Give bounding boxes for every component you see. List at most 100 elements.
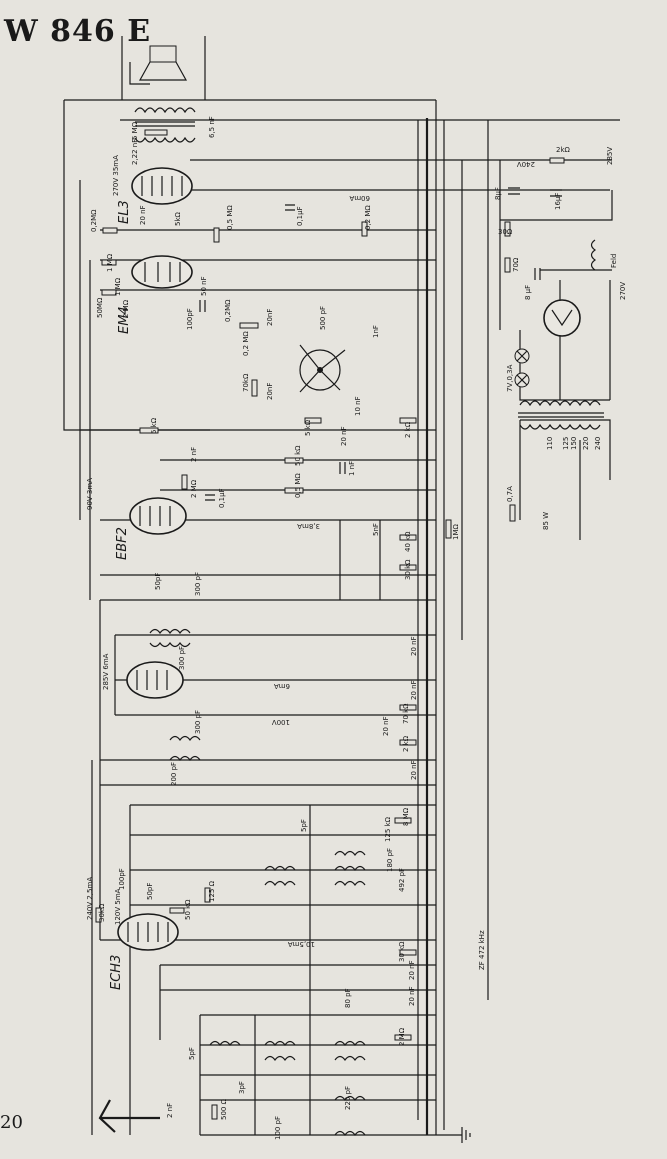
label-el3-2: 5kΩ bbox=[174, 211, 182, 226]
tube-if-amplifier bbox=[126, 661, 184, 699]
label-em4-6: 100pF bbox=[186, 308, 194, 330]
passive-components bbox=[95, 129, 565, 1120]
label-ech3-11: 30 kΩ bbox=[398, 941, 406, 962]
label-el3-4: 0,1µF bbox=[296, 206, 304, 226]
label-em4-5: 2 MΩ bbox=[122, 299, 130, 318]
label-output-3: 6,5 nF bbox=[208, 116, 216, 138]
label-em4-17: 2 kΩ bbox=[404, 421, 412, 438]
label-ebf2-4: 50 kΩ bbox=[294, 445, 302, 466]
page-number: 20 bbox=[0, 1112, 23, 1133]
label-power-7: Feld bbox=[610, 254, 618, 268]
label-if-4: 70 kΩ bbox=[402, 703, 410, 724]
schematic-title: W 846 E bbox=[4, 14, 152, 49]
tube-label-el3: EL3 bbox=[117, 200, 132, 224]
voltage-supply-b: 240V bbox=[517, 160, 535, 168]
label-em4-2: 1 MΩ bbox=[114, 277, 122, 296]
voltage-if: 285V 6mA bbox=[102, 653, 110, 690]
label-power-3: 16µF bbox=[554, 193, 562, 210]
label-ech3-12: 20 nF bbox=[408, 960, 416, 980]
pilot-lamps bbox=[514, 348, 530, 388]
current-if: 6mA bbox=[274, 682, 290, 690]
label-ech3-6: 100pF bbox=[118, 868, 126, 890]
voltage-ech3-b: 120V 5mA bbox=[114, 888, 122, 925]
label-ech3-4: 180 pF bbox=[386, 848, 394, 872]
label-if-9: 20 nF bbox=[410, 760, 418, 780]
label-if-5: 300 pF bbox=[194, 710, 202, 734]
label-ech3-17: 2 nF bbox=[166, 1103, 174, 1118]
voltage-if-screen: 100V bbox=[272, 718, 290, 726]
label-if-7: 2 kΩ bbox=[402, 735, 410, 752]
label-em4-16: 20 nF bbox=[340, 426, 348, 446]
label-ech3-5: 492 pF bbox=[398, 868, 406, 892]
label-xfmr-4: 150 bbox=[570, 437, 578, 450]
label-ebf2-11: 1MΩ bbox=[452, 524, 460, 540]
output-transformer bbox=[134, 107, 196, 143]
label-em4-12: 70kΩ bbox=[242, 373, 250, 392]
label-ech3-15: 2 MΩ bbox=[398, 1027, 406, 1046]
label-if-1: 20 nF bbox=[410, 636, 418, 656]
voltage-el3: 270V 35mA bbox=[112, 155, 120, 196]
label-if-6: 20 nF bbox=[382, 716, 390, 736]
label-el3-3: 0,5 MΩ bbox=[226, 205, 234, 230]
label-em4-8: 20nF bbox=[266, 309, 274, 326]
label-em4-14: 5 kΩ bbox=[304, 419, 312, 436]
label-ech3-9: 50 kΩ bbox=[184, 899, 192, 920]
label-ebf2-10: 30 kΩ bbox=[404, 559, 412, 580]
label-em4-4: 50MΩ bbox=[96, 297, 104, 318]
label-em4-3: 50 nF bbox=[200, 276, 208, 296]
label-ech3-21: 100 pF bbox=[274, 1116, 282, 1140]
label-ech3-8: 125 Ω bbox=[208, 880, 216, 902]
tube-label-ech3: ECH3 bbox=[109, 955, 124, 990]
label-el3-6: 0,2MΩ bbox=[90, 209, 98, 232]
label-ebf2-8: 5nF bbox=[372, 523, 380, 536]
label-ebf2-2: 2 nF bbox=[190, 447, 198, 462]
label-if-3: 20 nF bbox=[410, 680, 418, 700]
label-ech3-18: 500 Ω bbox=[220, 1098, 228, 1120]
label-em4-15: 10 nF bbox=[354, 396, 362, 416]
label-output-2: 2,22 nF bbox=[131, 139, 139, 165]
tube-label-em4: EM4 bbox=[117, 306, 132, 334]
rectifier-tube bbox=[543, 299, 581, 337]
current-ech3: 10,5mA bbox=[288, 940, 315, 948]
tube-ech3 bbox=[117, 913, 179, 951]
tube-el3 bbox=[131, 167, 193, 205]
label-xfmr-1: 7V,0,3A bbox=[506, 364, 514, 392]
label-ech3-1: 5pF bbox=[300, 819, 308, 832]
label-if-2: 300 pF bbox=[178, 646, 186, 670]
label-ech3-19: 3pF bbox=[238, 1081, 246, 1094]
labels: EL3 EM4 EBF2 ECH3 270V 35mA 90V 3mA 285V… bbox=[86, 116, 627, 1140]
tube-ebf2 bbox=[129, 497, 187, 535]
label-ebf2-7: 0,1µF bbox=[218, 488, 226, 508]
ground-symbol bbox=[436, 1127, 471, 1143]
band-switch bbox=[299, 344, 346, 393]
label-em4-9: 500 pF bbox=[319, 306, 327, 330]
label-ech3-10: 30kΩ bbox=[98, 903, 106, 922]
label-ech3-7: 50pF bbox=[146, 883, 154, 900]
label-ebf2-1: 5 kΩ bbox=[150, 417, 158, 434]
label-power-1: 2kΩ bbox=[556, 146, 571, 154]
speaker bbox=[121, 36, 206, 100]
label-ebf2-12: 50pF bbox=[154, 573, 162, 590]
label-output-1: 5 MΩ bbox=[131, 121, 139, 140]
tube-label-ebf2: EBF2 bbox=[115, 527, 130, 560]
label-power-6: 8 µF bbox=[524, 285, 532, 300]
current-ebf2: 3,8mA bbox=[297, 522, 320, 530]
label-ech3-16: 5pF bbox=[188, 1047, 196, 1060]
label-power-2: 8µF bbox=[494, 187, 502, 200]
tube-em4 bbox=[131, 255, 193, 289]
label-em4-13: 20nF bbox=[266, 383, 274, 400]
label-xfmr-7: 0,7A bbox=[506, 486, 514, 502]
voltage-supply-c: 270V bbox=[619, 282, 627, 300]
antenna bbox=[98, 1099, 160, 1133]
label-xfmr-8: 85 W bbox=[542, 512, 550, 530]
voltage-ebf2: 90V 3mA bbox=[86, 478, 94, 510]
voltage-supply-a: 285V bbox=[606, 147, 614, 165]
label-ech3-13: 80 pF bbox=[344, 988, 352, 1008]
if-coils bbox=[149, 239, 597, 1137]
label-em4-10: 1nF bbox=[372, 325, 380, 338]
label-xfmr-2: 110 bbox=[546, 437, 554, 450]
label-ebf2-5: 0,5 MΩ bbox=[294, 473, 302, 498]
if-frequency-label: ZF 472 kHz bbox=[478, 930, 486, 970]
label-em4-7: 0,2MΩ bbox=[224, 299, 232, 322]
